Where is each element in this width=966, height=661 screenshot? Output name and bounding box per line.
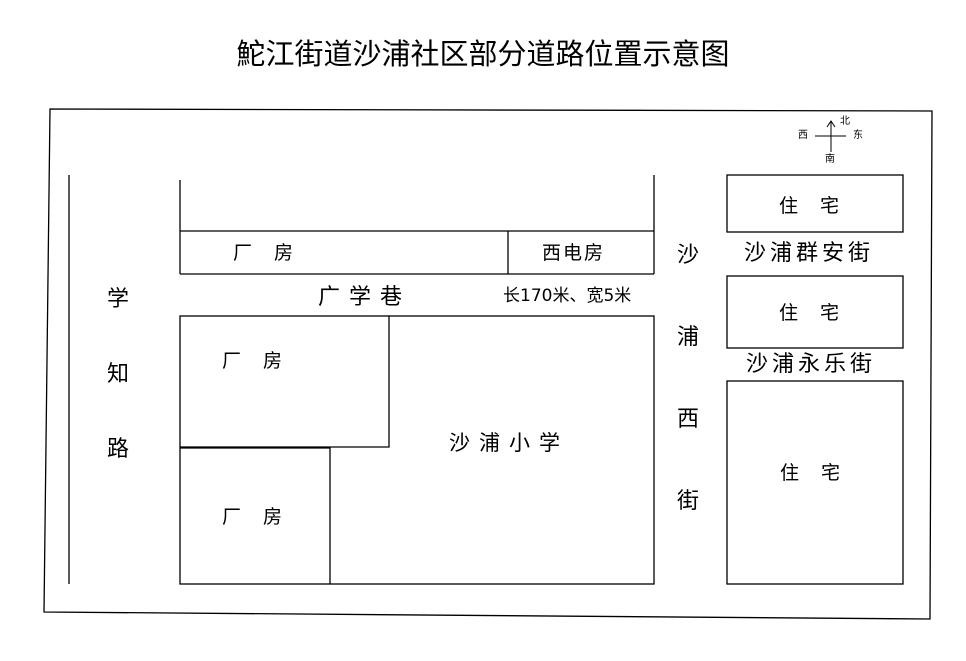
compass-icon [815,120,846,152]
school-label: 沙浦小学 [449,431,569,455]
compass-north-label: 北 [840,116,850,127]
shapu-west-street-text: 沙浦西街 [676,243,699,514]
guangxue-lane-label: 广学巷 [318,285,412,310]
housing-bottom-outline [726,380,904,585]
factory-middle-label: 厂 房 [222,350,291,372]
housing-top-outline [726,174,904,233]
lower-block-outline [179,315,655,585]
compass-east-label: 东 [853,130,863,141]
diagram-title: 鮀江街道沙浦社区部分道路位置示意图 [236,37,730,71]
compass-west-label: 西 [798,130,808,141]
factory-middle-outline [180,316,390,448]
factory-bottom-outline [180,447,331,584]
housing-middle-outline [726,275,904,349]
compass-south-label: 南 [825,154,835,165]
housing-top-label: 住 宅 [779,195,848,217]
housing-middle-label: 住 宅 [779,302,848,324]
shapu-west-street-label: 沙浦西街 [673,215,703,543]
factory-top-label: 厂 房 [233,242,302,264]
shapu-yongle-street-label: 沙浦永乐街 [746,352,877,377]
xuezhi-road-label: 学知路 [103,262,133,487]
housing-bottom-label: 住 宅 [780,462,849,484]
xuezhi-road-text: 学知路 [106,287,129,462]
map-frame [43,108,933,620]
power-room-label: 西电房 [542,242,606,264]
shapu-qunan-street-label: 沙浦群安街 [744,241,875,266]
guangxue-lane-size: 长170米、宽5米 [503,286,632,306]
factory-bottom-label: 厂 房 [222,506,291,528]
